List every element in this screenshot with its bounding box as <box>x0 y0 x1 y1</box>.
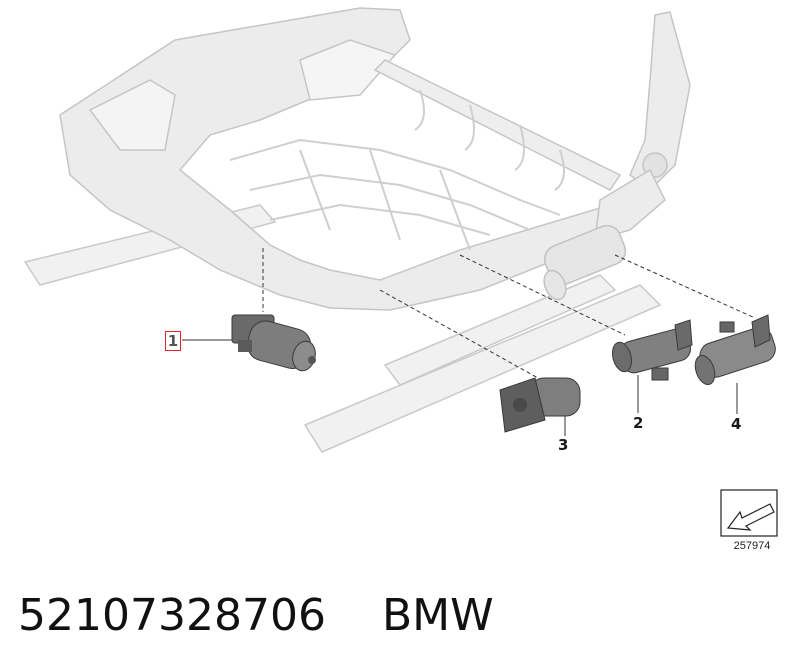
callout-3[interactable]: 3 <box>558 436 569 454</box>
motor-part-4[interactable] <box>692 314 779 387</box>
seat-frame-diagram <box>23 7 779 537</box>
seat-springs <box>229 89 565 251</box>
callout-2[interactable]: 2 <box>633 414 644 432</box>
installed-motor <box>543 224 627 301</box>
motor-part-3[interactable] <box>499 377 581 433</box>
callout-1[interactable]: 1 <box>165 331 181 351</box>
footer: 52107328706 BMW <box>18 590 494 641</box>
cross-tube <box>373 59 622 191</box>
leader-lines <box>262 248 756 379</box>
part-number: 52107328706 <box>18 590 326 641</box>
callout-4[interactable]: 4 <box>731 415 742 433</box>
seat-frame <box>59 7 621 311</box>
motor-part-2[interactable] <box>609 319 693 381</box>
hinge-arm <box>594 11 691 242</box>
callout-leaders <box>182 339 738 436</box>
brand-name: BMW <box>381 590 494 641</box>
reference-number: 257974 <box>733 540 771 552</box>
arrow-down-left-icon <box>720 489 778 537</box>
motor-part-1[interactable] <box>231 314 319 373</box>
